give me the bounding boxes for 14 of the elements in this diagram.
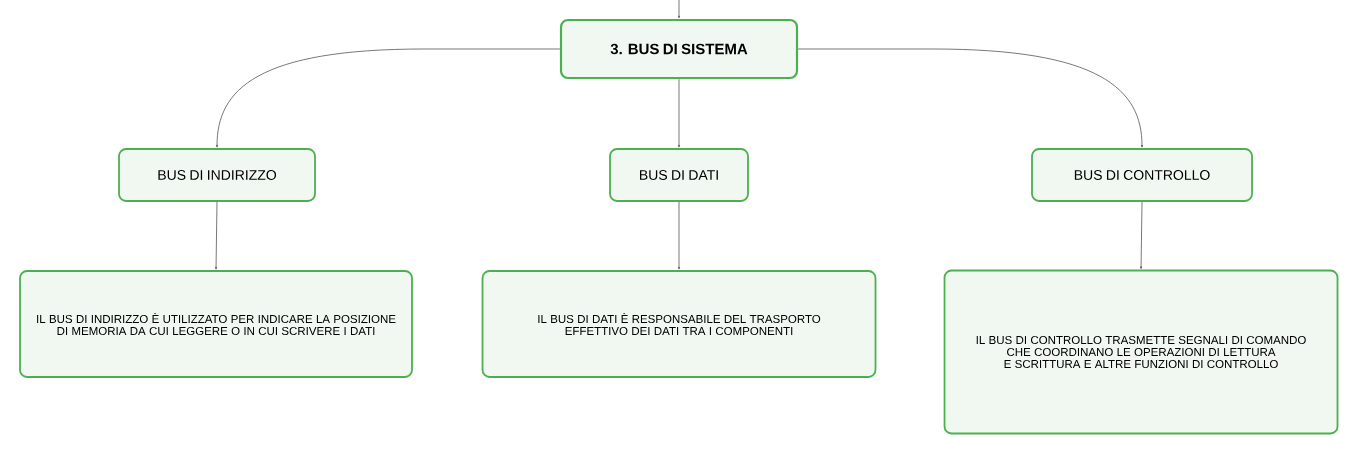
title-box: 3. BUS DI SISTEMA: [559, 18, 799, 80]
arrow: [214, 201, 218, 270]
arrow: [677, 201, 681, 270]
description-box: IL BUS DI DATI È RESPONSABILE DEL TRASPORTO EFFETTIVO DEI DATI TRA I COMPONENTI: [481, 270, 877, 378]
description-box: IL BUS DI INDIRIZZO È UTILIZZATO PER INDICARE LA POSIZIONE DI MEMORIA DA CUI LEGGERE O IN CUI SCRIVERE I DATI: [19, 270, 413, 378]
arrow: [1140, 201, 1143, 269]
arrow: [677, 78, 681, 148]
description-box: IL BUS DI CONTROLLO TRASMETTE SEGNALI DI COMANDO CHE COORDINANO LE OPERAZIONI DI LETTURA E SCRITTURA E ALTRE FUNZIONI DI CONTROLLO: [943, 269, 1339, 435]
arrow: [215, 48, 561, 148]
arrow: [797, 48, 1144, 148]
arrow: [677, 0, 681, 19]
category-box: BUS DI INDIRIZZO: [118, 148, 316, 202]
category-box: BUS DI CONTROLLO: [1031, 148, 1253, 202]
category-box: BUS DI DATI: [609, 148, 749, 202]
